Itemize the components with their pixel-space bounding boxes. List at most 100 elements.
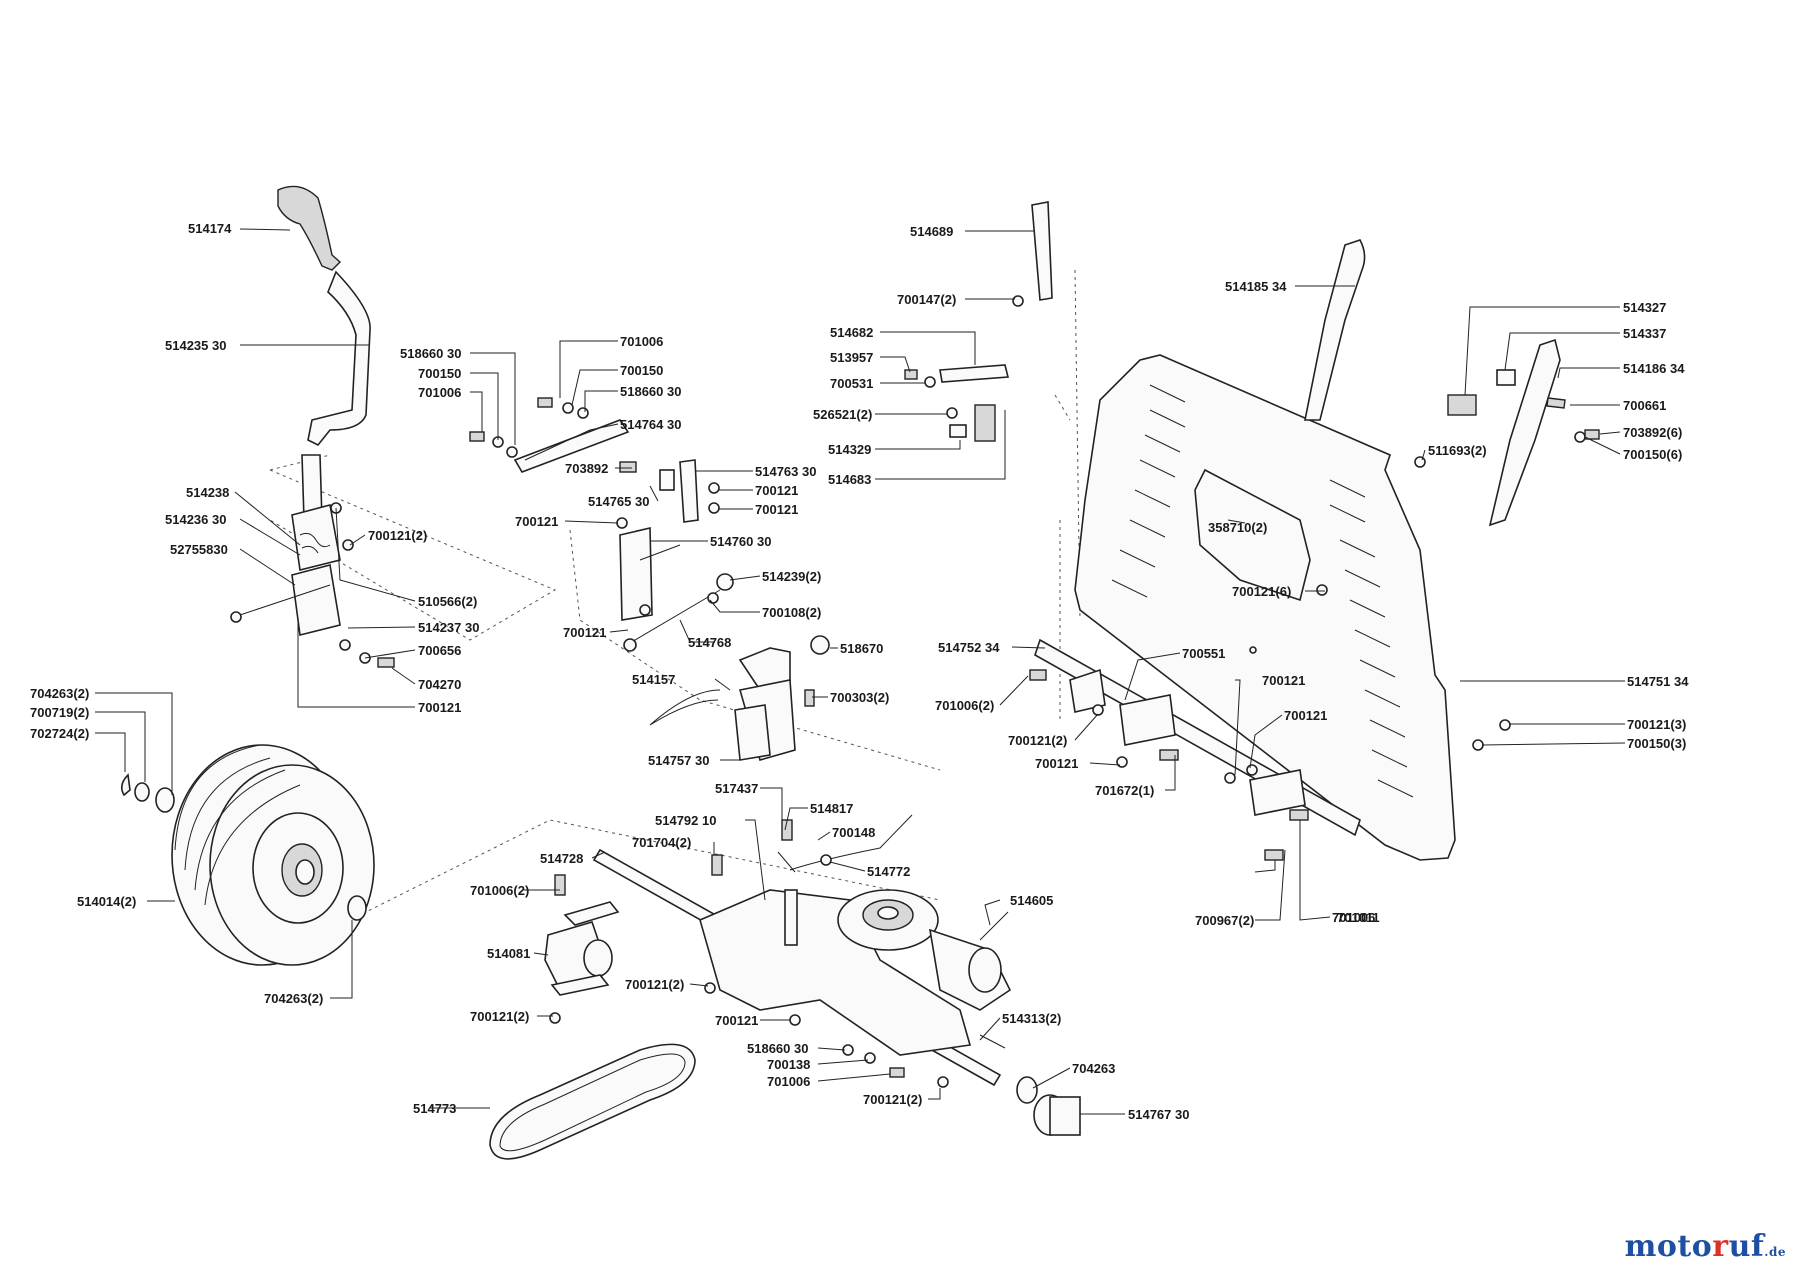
part-label: 514763 30 — [755, 464, 816, 479]
drive-belt — [489, 1043, 696, 1160]
part-label: 700150(6) — [1623, 447, 1682, 462]
part-label: 700121(2) — [470, 1009, 529, 1024]
part-label: 700121(3) — [1627, 717, 1686, 732]
drive-lever — [230, 185, 395, 668]
part-labels: 514174 514235 30 518660 30 700150 701006… — [30, 221, 1689, 1122]
part-label: 700551 — [1182, 646, 1225, 661]
part-label: 704263(2) — [264, 991, 323, 1006]
part-label: 514235 30 — [165, 338, 226, 353]
part-label: 700121 — [1035, 756, 1078, 771]
part-label: 514728 — [540, 851, 583, 866]
part-label: 514767 30 — [1128, 1107, 1189, 1122]
part-label: 704270 — [418, 677, 461, 692]
part-label: 514081 — [487, 946, 530, 961]
part-label: 514185 34 — [1225, 279, 1287, 294]
part-label: 514329 — [828, 442, 871, 457]
part-label: 700121(2) — [1008, 733, 1067, 748]
part-label: 514682 — [830, 325, 873, 340]
part-label: 700150 — [418, 366, 461, 381]
part-label: 704263(2) — [30, 686, 89, 701]
drive-bracket — [544, 874, 716, 1024]
assembly-guides — [269, 269, 1186, 921]
part-label: 700967(2) — [1195, 913, 1254, 928]
part-label: 514683 — [828, 472, 871, 487]
part-label: 514337 — [1623, 326, 1666, 341]
part-label: 702724(2) — [30, 726, 89, 741]
part-label: 526521(2) — [813, 407, 872, 422]
part-label: 700150 — [620, 363, 663, 378]
leader-lines — [95, 228, 1626, 1115]
part-label: 514014(2) — [77, 894, 136, 909]
part-label: 514174 — [188, 221, 232, 236]
part-label: 514772 — [867, 864, 910, 879]
part-label: 511693(2) — [1428, 443, 1487, 458]
part-label: 700121 — [563, 625, 606, 640]
part-label: 700148 — [832, 825, 875, 840]
part-label: 514327 — [1623, 300, 1666, 315]
part-label: 703892 — [565, 461, 608, 476]
part-label: 700121 — [1262, 673, 1305, 688]
part-label: 514238 — [186, 485, 229, 500]
part-label: 704263 — [1072, 1061, 1115, 1076]
brand-logo: motoruf.de — [1624, 1229, 1786, 1264]
part-label: 700719(2) — [30, 705, 89, 720]
part-label: 700121 — [755, 483, 798, 498]
part-label: 514751 34 — [1627, 674, 1689, 689]
part-label: 514760 30 — [710, 534, 771, 549]
linkage-arms — [469, 397, 734, 652]
part-label: 701672(1) — [1095, 783, 1154, 798]
part-label: 52755830 — [170, 542, 228, 557]
part-label: 514313(2) — [1002, 1011, 1061, 1026]
part-label: 700147(2) — [897, 292, 956, 307]
part-label: 514792 10 — [655, 813, 716, 828]
part-label: 701011 — [1337, 910, 1380, 925]
part-label: 700121 — [715, 1013, 758, 1028]
part-label: 514186 34 — [1623, 361, 1685, 376]
part-label: 700121 — [418, 700, 461, 715]
part-label: 701006 — [1332, 910, 1375, 925]
part-label: 510566(2) — [418, 594, 477, 609]
part-label: 700531 — [830, 376, 873, 391]
part-label: 700121 — [755, 502, 798, 517]
part-label: 518660 30 — [620, 384, 681, 399]
part-label: 703892(6) — [1623, 425, 1682, 440]
part-label: 513957 — [830, 350, 873, 365]
part-label: 700121 — [1284, 708, 1327, 723]
part-label: 514689 — [910, 224, 953, 239]
transaxle — [592, 814, 1081, 1136]
part-label: 517437 — [715, 781, 758, 796]
part-label: 701704(2) — [632, 835, 691, 850]
part-label: 701006 — [620, 334, 663, 349]
part-label: 514757 30 — [648, 753, 709, 768]
part-label: 700121(2) — [625, 977, 684, 992]
rear-axle-frame — [1029, 638, 1511, 861]
part-label: 514817 — [810, 801, 853, 816]
part-label: 514237 30 — [418, 620, 479, 635]
part-label: 700121(6) — [1232, 584, 1291, 599]
part-label: 701006 — [767, 1074, 810, 1089]
rear-wheel — [120, 744, 375, 966]
part-label: 514239(2) — [762, 569, 821, 584]
part-label: 518660 30 — [400, 346, 461, 361]
part-label: 700121(2) — [863, 1092, 922, 1107]
part-label: 358710(2) — [1208, 520, 1267, 535]
part-label: 700661 — [1623, 398, 1666, 413]
part-label: 701006(2) — [935, 698, 994, 713]
part-label: 514764 30 — [620, 417, 681, 432]
part-label: 700138 — [767, 1057, 810, 1072]
part-label: 700150(3) — [1627, 736, 1686, 751]
part-label: 518670 — [840, 641, 883, 656]
part-label: 514752 34 — [938, 640, 1000, 655]
part-label: 700303(2) — [830, 690, 889, 705]
part-label: 514773 — [413, 1101, 456, 1116]
part-label: 514768 — [688, 635, 731, 650]
part-label: 514157 — [632, 672, 675, 687]
part-label: 700121(2) — [368, 528, 427, 543]
part-label: 701006 — [418, 385, 461, 400]
seat-plate — [1074, 239, 1600, 861]
part-label: 514765 30 — [588, 494, 649, 509]
part-label: 700656 — [418, 643, 461, 658]
part-label: 700121 — [515, 514, 558, 529]
part-label: 701006(2) — [470, 883, 529, 898]
